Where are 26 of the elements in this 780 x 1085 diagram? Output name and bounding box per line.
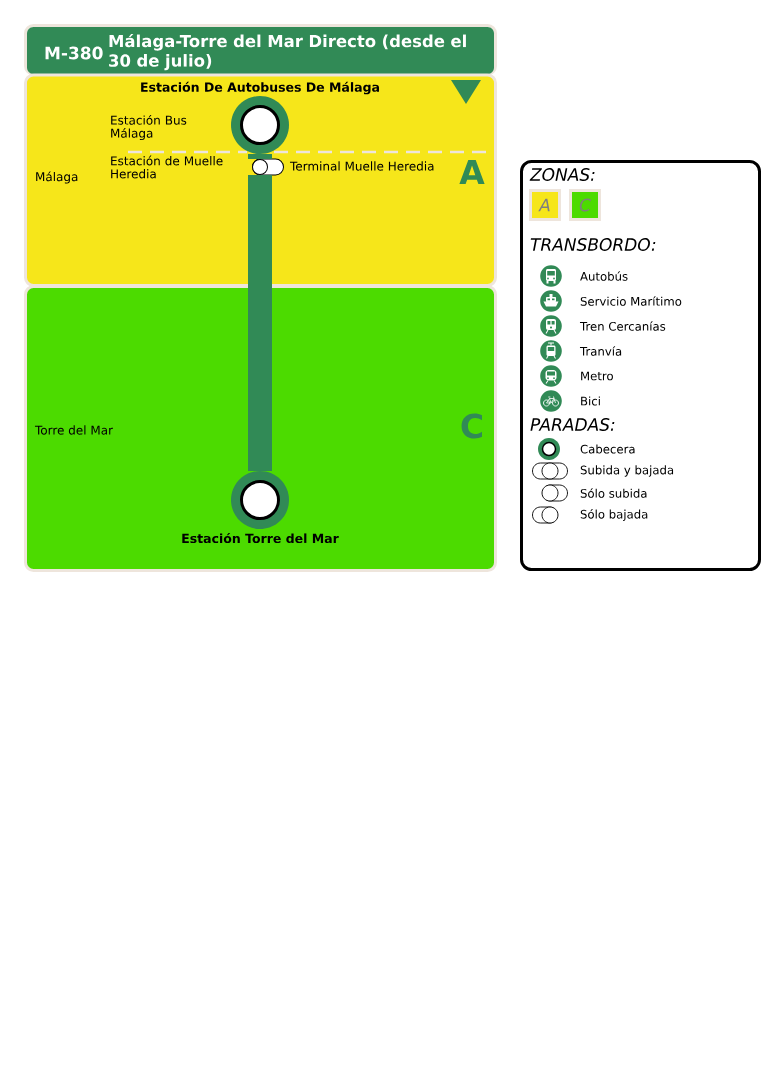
legend-heading: ZONAS: [529, 168, 595, 181]
zone-letter: A [459, 160, 485, 185]
area-name: Málaga [36, 171, 78, 184]
legend-label: Sólo subida [580, 488, 647, 498]
legend-label: Bici [581, 396, 600, 406]
legend-label: Sólo bajada [580, 509, 648, 521]
station-name: Terminal Muelle Heredia [289, 161, 434, 171]
legend-label: Tren Cercanías [579, 321, 666, 331]
route-line [248, 175, 272, 471]
legend-label: Cabecera [580, 444, 635, 454]
legend-label: A [538, 198, 550, 212]
station-name: Estación De Autobuses De Málaga [141, 81, 379, 95]
area-name: Torre del Mar [34, 425, 113, 435]
station-label: Estación Bus Málaga [111, 114, 187, 141]
legend-heading: TRANSBORDO: [530, 238, 656, 251]
legend-heading: PARADAS: [530, 418, 615, 431]
legend-label: Autobús [580, 271, 628, 281]
station-label: Estación de Muelle Heredia [111, 155, 223, 179]
legend-label: Servicio Marítimo [580, 296, 682, 306]
station-name: Estación Torre del Mar [182, 532, 339, 544]
legend-label: Subida y bajada [580, 465, 674, 477]
legend-label: Tranvía [579, 346, 622, 356]
zone-letter: C [461, 413, 482, 439]
legend-label: C [579, 198, 591, 212]
route-line [248, 154, 272, 159]
legend-label: Metro [581, 371, 613, 381]
